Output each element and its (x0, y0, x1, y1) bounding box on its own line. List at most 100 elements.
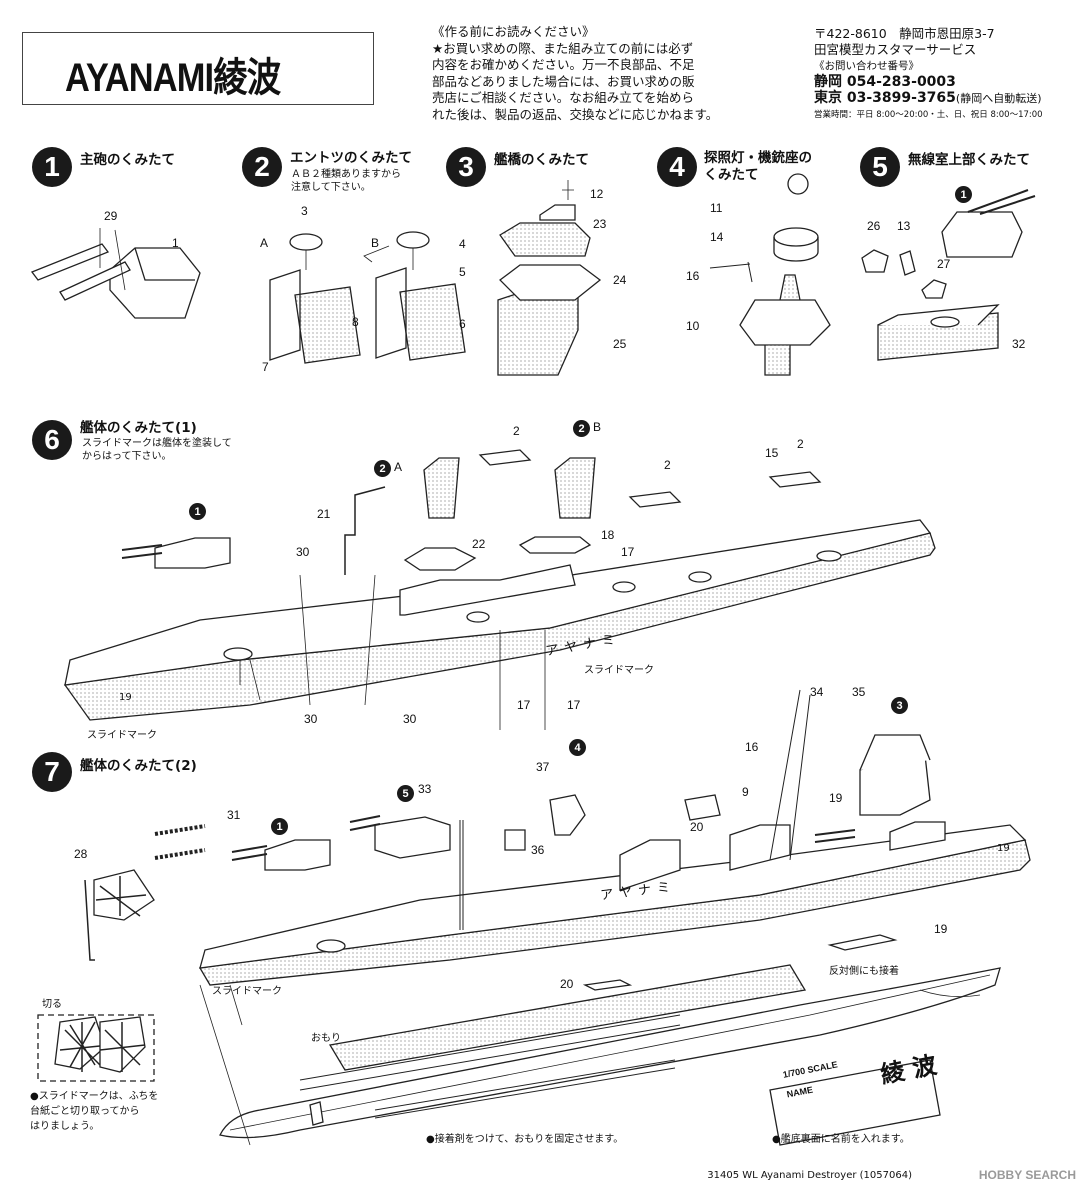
weight-glue-note: ●接着剤をつけて、おもりを固定させます。 (426, 1134, 624, 1145)
step-6-subtitle: スライドマークは艦体を塗装して からはって下さい。 (82, 438, 232, 462)
step-2-number: 2 (242, 147, 282, 187)
ref-circle-1: 1 (189, 503, 206, 520)
part-label: 10 (686, 319, 700, 333)
step-3-drawing (497, 180, 602, 376)
step-3-title: 艦橋のくみたて (494, 152, 590, 168)
part-label: 23 (593, 217, 607, 231)
label-2a: A (394, 460, 403, 474)
part-label: 8 (352, 315, 359, 329)
part-label: 32 (1012, 337, 1026, 351)
step-6-title: 艦体のくみたて(1) (80, 420, 197, 436)
slide-mark-label: スライドマーク (212, 986, 282, 997)
contact-tokyo: 東京 03-3899-3765(静岡へ自動転送) (814, 90, 1082, 107)
step-7-title: 艦体のくみたて(2) (80, 758, 197, 774)
step-1-drawing (30, 228, 201, 319)
part-label: 33 (418, 782, 432, 796)
part-label: 2 (513, 424, 520, 438)
flag-sheet (37, 1014, 155, 1082)
step-5-drawing (861, 189, 1036, 361)
part-label: 3 (301, 204, 308, 218)
part-label: 19 (829, 791, 843, 805)
part-label: 15 (765, 446, 779, 460)
step-2-drawing (269, 231, 466, 364)
tokyo-phone: 03-3899-3765 (846, 90, 956, 106)
weight-label: おもり (311, 1033, 341, 1044)
part-label: 30 (403, 712, 417, 726)
part-label: 31 (227, 808, 241, 822)
tokyo-label: 東京 (814, 90, 842, 106)
bottom-hull-plan (199, 964, 1001, 1146)
step-1-number: 1 (32, 147, 72, 187)
step-1-title: 主砲のくみたて (80, 152, 176, 168)
part-label: 20 (690, 820, 704, 834)
part-label: 1 (172, 236, 179, 250)
part-label: 11 (710, 201, 723, 215)
step-5-number: 5 (860, 147, 900, 187)
part-label: 18 (601, 528, 615, 542)
contact-shizuoka: 静岡 054-283-0003 (814, 74, 1082, 90)
part-label: 24 (613, 273, 627, 287)
step-6-hull (63, 449, 936, 730)
part-label: 22 (472, 537, 486, 551)
label-b: B (371, 236, 380, 250)
part-label: 17 (621, 545, 635, 559)
both-sides-note: 反対側にも接着 (829, 966, 899, 977)
hull-number-mark: 19 (119, 692, 132, 703)
step-7-hull (84, 689, 1031, 991)
step-7-number: 7 (32, 752, 72, 792)
label-2b: B (593, 420, 602, 434)
part-label: 21 (317, 507, 331, 521)
contact-company: 田宮模型カスタマーサービス (814, 42, 977, 57)
step-5-title: 無線室上部くみたて (908, 152, 1031, 168)
brand-watermark: HOBBY SEARCH (978, 1168, 1076, 1182)
part-label: 12 (590, 187, 604, 201)
step-2-title: エントツのくみたて (290, 150, 413, 166)
ref-circle-5: 5 (397, 785, 414, 802)
label-a: A (260, 236, 269, 250)
hull-number-mark: 19 (997, 843, 1010, 854)
name-bottom-note: ●艦底裏面に名前を入れます。 (772, 1134, 910, 1145)
tokyo-note: (静岡へ自動転送) (955, 92, 1042, 105)
cut-label: 切る (42, 999, 62, 1010)
ref-circle-4: 4 (569, 739, 586, 756)
part-label: 25 (613, 337, 627, 351)
part-label: 13 (897, 219, 911, 233)
part-label: 17 (517, 698, 531, 712)
ref-circle-2: 2 (573, 420, 590, 437)
part-label: 27 (937, 257, 951, 271)
step-6-number: 6 (32, 420, 72, 460)
part-label: 17 (567, 698, 581, 712)
contact-address: 〒422-8610 静岡市恩田原3-7 (814, 26, 995, 41)
slide-mark-label: スライドマーク (584, 665, 654, 676)
step-2-subtitle: ＡＢ２種類ありますから 注意して下さい。 (291, 169, 401, 193)
shizuoka-label: 静岡 (814, 74, 842, 90)
part-label: 19 (934, 922, 948, 936)
part-label: 26 (867, 219, 881, 233)
part-label: 36 (531, 843, 545, 857)
slide-cut-note: ●スライドマークは、ふちを 台紙ごと切り取ってから はりましょう。 (30, 1091, 159, 1132)
step-4-number: 4 (657, 147, 697, 187)
part-label: 35 (852, 685, 866, 699)
contact-block: 〒422-8610 静岡市恩田原3-7 田宮模型カスタマーサービス 《お問い合わ… (814, 26, 1082, 123)
part-label: 14 (710, 230, 724, 244)
step-4-drawing (709, 173, 831, 376)
part-label: 2 (797, 437, 804, 451)
part-label: 20 (560, 977, 574, 991)
title-box: AYANAMI綾波 (22, 32, 374, 105)
ref-circle-2: 2 (374, 460, 391, 477)
notice-text: 《作る前にお読みください》 ★お買い求めの際、また組み立ての前には必ず 内容をお… (432, 24, 719, 122)
part-label: 29 (104, 209, 118, 223)
page-title: AYANAMI綾波 (65, 56, 281, 100)
slide-mark-label: スライドマーク (87, 730, 157, 741)
contact-hours: 営業時間：平日 8:00～20:00・土、日、祝日 8:00～17:00 (814, 110, 1043, 120)
part-label: 37 (536, 760, 550, 774)
part-label: 2 (664, 458, 671, 472)
step-3-number: 3 (446, 147, 486, 187)
ref-circle-1: 1 (271, 818, 288, 835)
part-label: 16 (686, 269, 700, 283)
step-4-title: 探照灯・機銃座の くみたて (704, 150, 812, 183)
part-label: 34 (810, 685, 824, 699)
part-label: 30 (304, 712, 318, 726)
contact-inquiry: 《お問い合わせ番号》 (814, 60, 919, 72)
